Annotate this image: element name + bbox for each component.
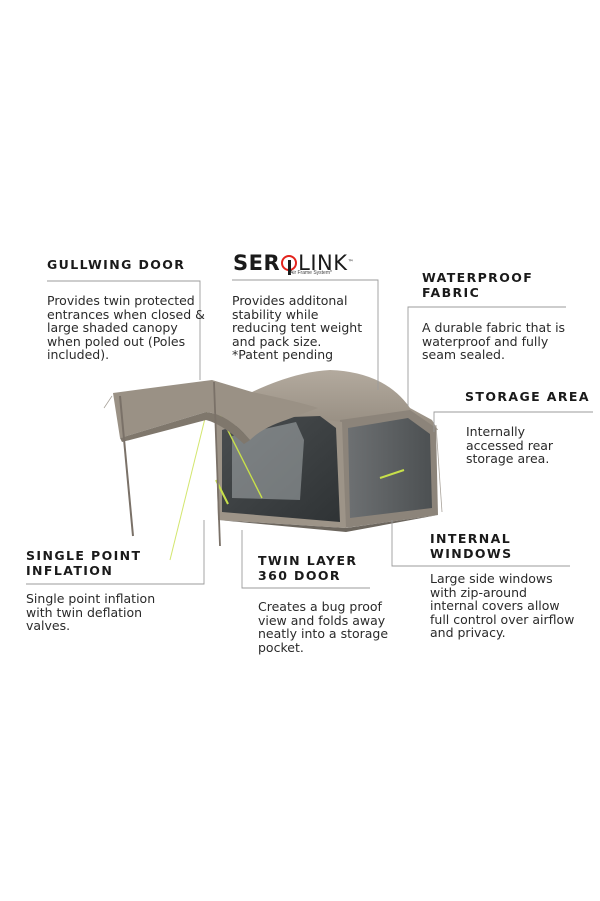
waterproof-fabric-title: WATERPROOF FABRIC	[422, 270, 534, 300]
twin-layer-door-title: TWIN LAYER 360 DOOR	[258, 553, 358, 583]
single-point-inflation-title: SINGLE POINT INFLATION	[26, 548, 142, 578]
canopy-pole	[119, 395, 134, 537]
logo-o-mark-icon	[281, 255, 298, 275]
logo-subtitle: Air Frame System*	[290, 270, 332, 276]
callout-lines	[26, 279, 593, 589]
single-point-inflation-description: Single point inflation with twin deflati…	[26, 591, 156, 634]
serolink-description: Provides additonal stability while reduc…	[232, 293, 363, 363]
internal-windows-description: Large side windows with zip-around inter…	[430, 571, 575, 641]
right-window-mesh	[348, 418, 432, 518]
twin-layer-door-description: Creates a bug proof view and folds away …	[258, 599, 389, 655]
storage-area-title: STORAGE AREA	[465, 389, 590, 404]
storage-area-description: Internally accessed rear storage area.	[466, 424, 554, 467]
waterproof-fabric-description: A durable fabric that is waterproof and …	[422, 320, 566, 363]
internal-windows-title: INTERNAL WINDOWS	[430, 531, 513, 561]
gullwing-door-title: GULLWING DOOR	[47, 257, 186, 272]
gullwing-door-description: Provides twin protected entrances when c…	[47, 293, 205, 363]
